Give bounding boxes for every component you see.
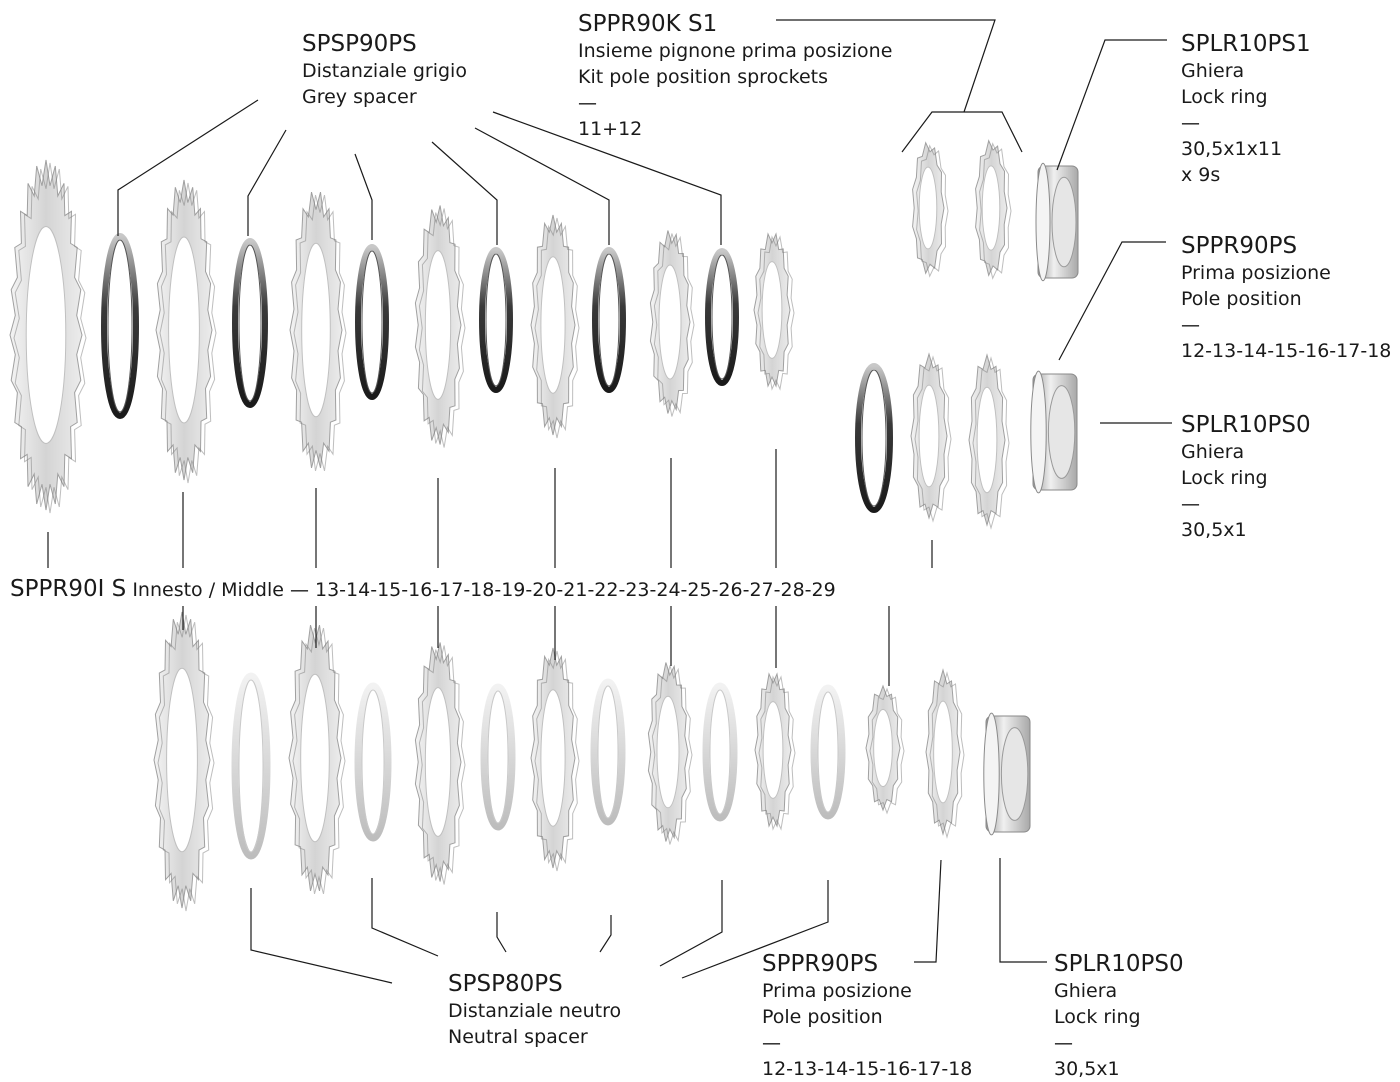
neutral-spacer <box>594 682 622 822</box>
part-name-en: Lock ring <box>1054 1004 1184 1030</box>
grey-spacer <box>595 250 623 390</box>
part-extra: x 9s <box>1181 162 1311 188</box>
lock-ring <box>984 713 1030 835</box>
part-name-it: Ghiera <box>1054 978 1184 1004</box>
part-size: 12-13-14-15-16-17-18 <box>1181 338 1391 364</box>
part-name-it: Prima posizione <box>1181 260 1391 286</box>
neutral-spacer <box>235 676 267 856</box>
sprocket <box>10 160 86 513</box>
part-size: 30,5x1 <box>1054 1056 1184 1082</box>
middle-text: Innesto / Middle <box>132 579 284 601</box>
label-splr10ps0-bottom: SPLR10PS0 Ghiera Lock ring — 30,5x1 <box>1054 950 1184 1082</box>
sprocket <box>913 143 948 277</box>
separator: — <box>1181 110 1311 136</box>
grey-spacer <box>482 250 510 390</box>
sprocket <box>156 180 216 483</box>
label-sppr90ps-bottom: SPPR90PS Prima posizione Pole position —… <box>762 950 972 1082</box>
lock-ring <box>1036 163 1078 281</box>
grey-spacer <box>104 236 136 416</box>
part-name-en: Pole position <box>762 1004 972 1030</box>
neutral-spacer <box>814 688 842 816</box>
leader-line <box>475 128 609 245</box>
part-size: 30,5x1 <box>1181 517 1311 543</box>
part-name-en: Neutral spacer <box>448 1024 621 1050</box>
sprocket <box>926 670 964 837</box>
label-sppr90ps-right: SPPR90PS Prima posizione Pole position —… <box>1181 232 1391 364</box>
part-code: SPLR10PS0 <box>1181 411 1311 439</box>
part-code: SPLR10PS0 <box>1054 950 1184 978</box>
leader-line <box>600 915 611 952</box>
part-code: SPSP90PS <box>302 30 467 58</box>
sprocket <box>289 625 345 894</box>
middle-sizes: — 13-14-15-16-17-18-19-20-21-22-23-24-25… <box>290 579 836 601</box>
neutral-spacer <box>706 686 734 818</box>
part-name-en: Pole position <box>1181 286 1391 312</box>
part-code: SPSP80PS <box>448 970 621 998</box>
separator: — <box>578 90 892 116</box>
sprocket <box>290 192 346 471</box>
part-name-en: Kit pole position sprockets <box>578 64 892 90</box>
separator: — <box>1054 1030 1184 1056</box>
sprocket <box>866 686 904 813</box>
label-sppr90ks1: SPPR90K S1 Insieme pignone prima posizio… <box>578 10 892 142</box>
sprocket <box>648 663 692 845</box>
part-code: SPLR10PS1 <box>1181 30 1311 58</box>
part-name-it: Distanziale grigio <box>302 58 467 84</box>
parts-group <box>10 141 1078 911</box>
part-code: SPPR90K S1 <box>578 10 892 38</box>
part-name-it: Insieme pignone prima posizione <box>578 38 892 64</box>
leader-line <box>1000 858 1047 962</box>
part-name-it: Distanziale neutro <box>448 998 621 1024</box>
part-code: SPPR90PS <box>762 950 972 978</box>
part-size: 11+12 <box>578 116 892 142</box>
label-spsp80ps: SPSP80PS Distanziale neutro Neutral spac… <box>448 970 621 1050</box>
leader-line <box>248 130 286 236</box>
middle-code: SPPR90I S <box>10 576 126 602</box>
leader-line <box>372 878 438 956</box>
part-code: SPPR90PS <box>1181 232 1391 260</box>
sprocket <box>976 141 1011 279</box>
part-name-it: Ghiera <box>1181 439 1311 465</box>
grey-spacer <box>858 366 890 510</box>
grey-spacer <box>235 241 265 405</box>
sprocket <box>650 231 694 417</box>
part-size: 30,5x1x11 <box>1181 136 1311 162</box>
sprocket <box>531 648 579 871</box>
sprocket <box>415 643 465 885</box>
separator: — <box>1181 312 1391 338</box>
grey-spacer <box>358 247 386 397</box>
leader-line <box>914 860 941 962</box>
leader-line <box>355 154 372 240</box>
sprocket <box>531 215 579 438</box>
part-size: 12-13-14-15-16-17-18 <box>762 1056 972 1082</box>
sprocket-size-row: SPPR90I S Innesto / Middle — 13-14-15-16… <box>10 576 836 602</box>
part-name-it: Prima posizione <box>762 978 972 1004</box>
sprocket <box>154 612 214 911</box>
sprocket <box>754 234 794 389</box>
leader-line <box>251 888 392 983</box>
leader-line <box>902 112 1022 152</box>
label-splr10ps0-right: SPLR10PS0 Ghiera Lock ring — 30,5x1 <box>1181 411 1311 543</box>
sprocket <box>755 674 795 829</box>
leader-line <box>660 880 722 966</box>
neutral-spacer <box>484 687 512 827</box>
separator: — <box>1181 491 1311 517</box>
grey-spacer <box>708 251 736 383</box>
part-name-en: Lock ring <box>1181 84 1311 110</box>
sprocket <box>911 354 951 521</box>
leader-line <box>497 912 506 952</box>
leader-line <box>1057 40 1167 170</box>
part-name-it: Ghiera <box>1181 58 1311 84</box>
label-splr10ps1: SPLR10PS1 Ghiera Lock ring — 30,5x1x11 x… <box>1181 30 1311 188</box>
part-name-en: Grey spacer <box>302 84 467 110</box>
lock-ring <box>1031 371 1077 493</box>
part-name-en: Lock ring <box>1181 465 1311 491</box>
separator: — <box>762 1030 972 1056</box>
sprocket <box>415 206 465 448</box>
sprocket <box>969 355 1009 528</box>
label-spsp90ps: SPSP90PS Distanziale grigio Grey spacer <box>302 30 467 110</box>
neutral-spacer <box>358 686 388 838</box>
